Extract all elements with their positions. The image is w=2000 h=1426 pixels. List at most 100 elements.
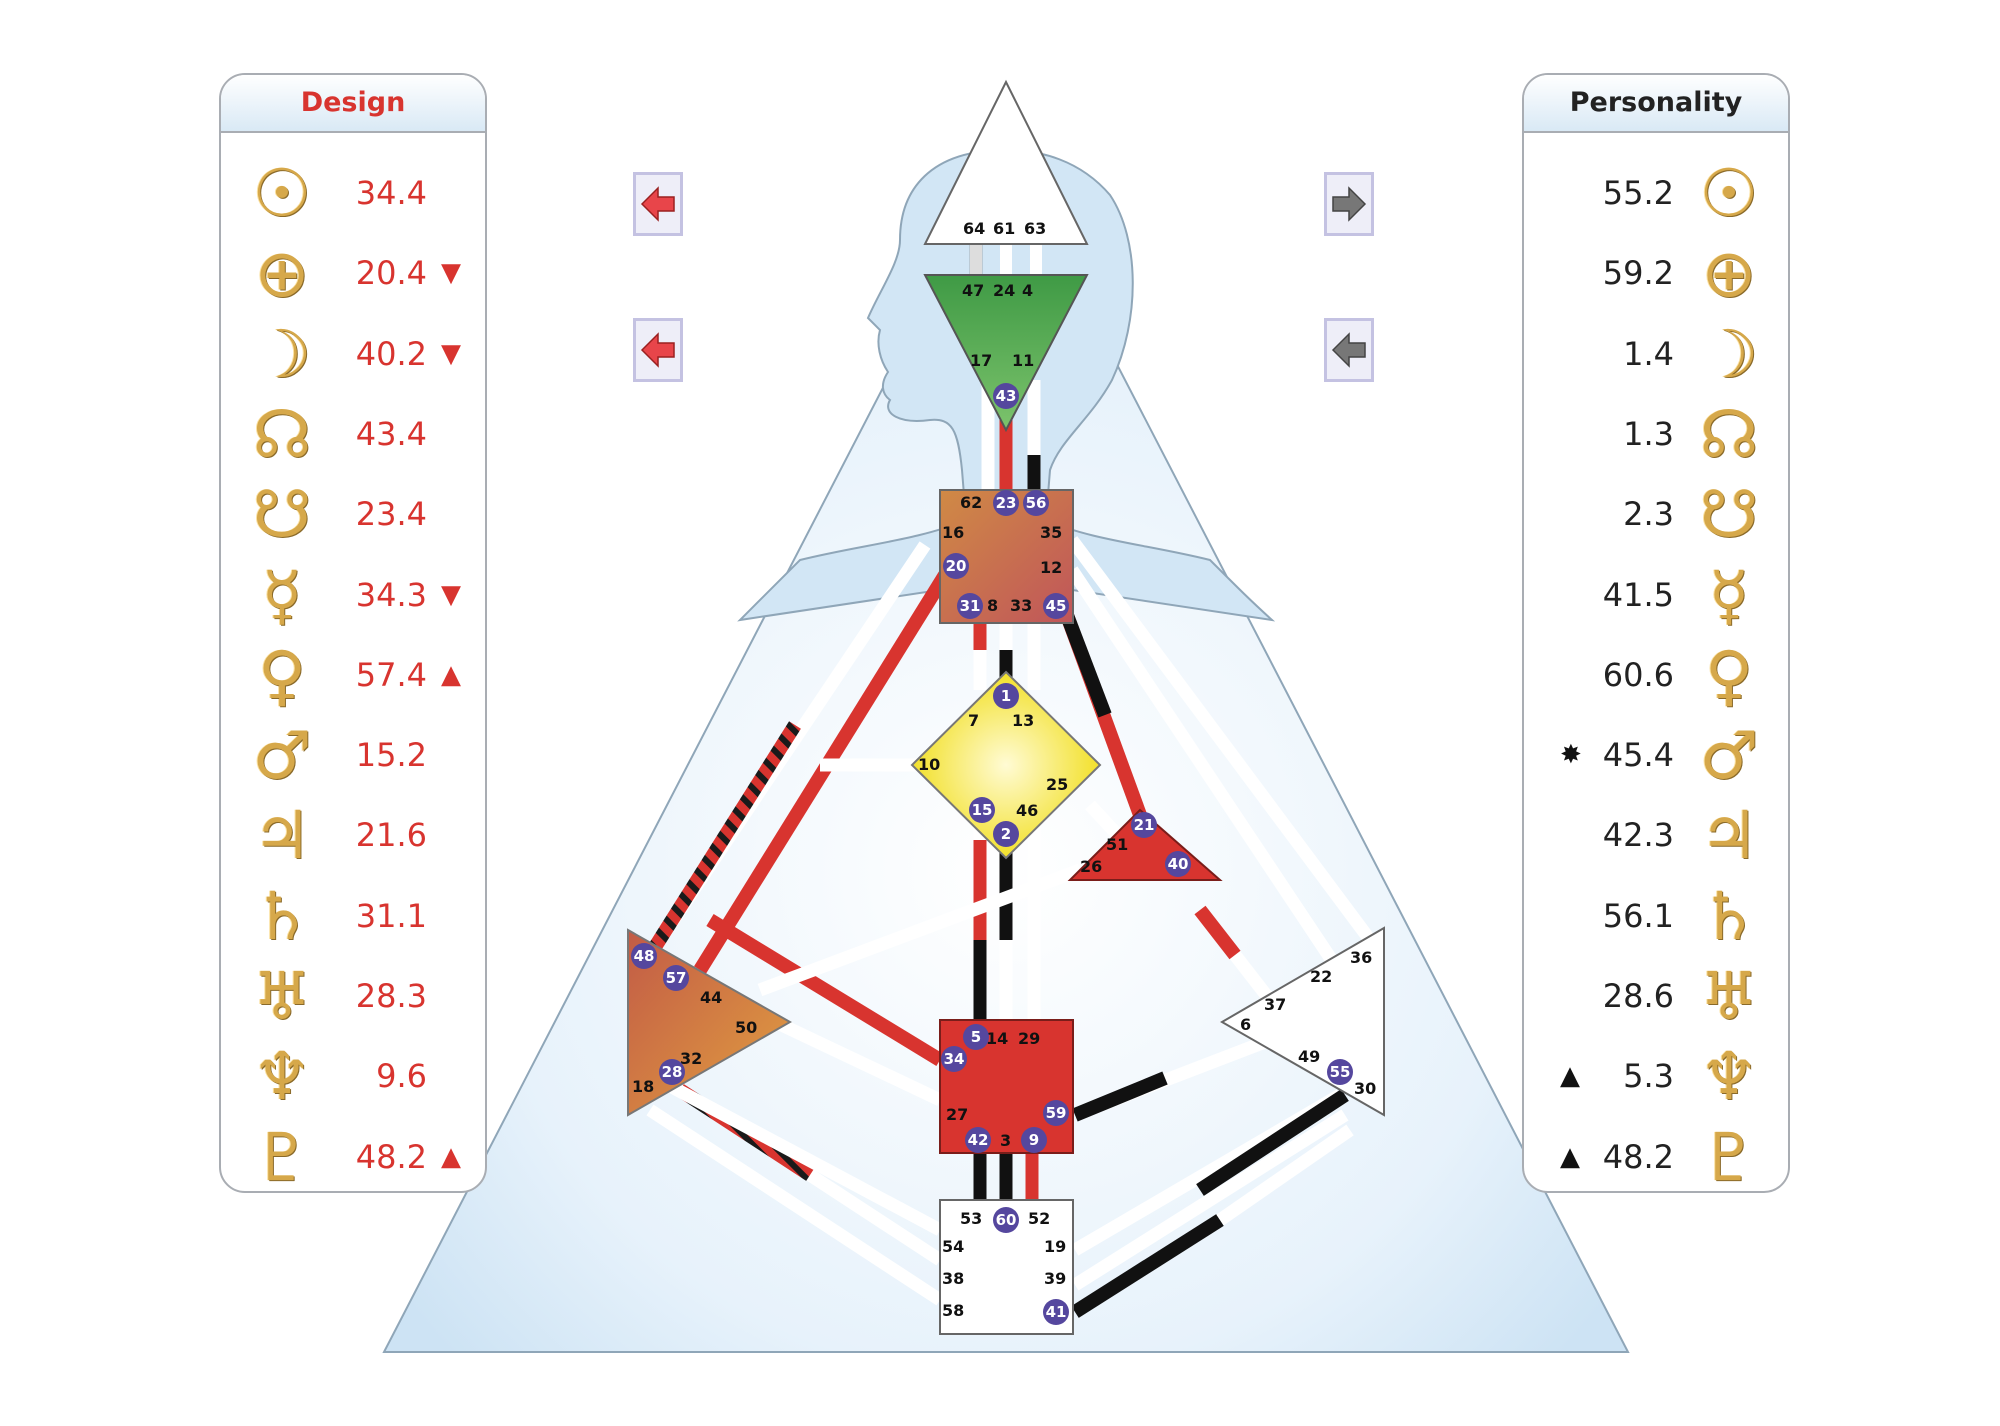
gate-56: 56 — [1023, 490, 1049, 516]
svg-text:53: 53 — [960, 1209, 982, 1228]
svg-text:4: 4 — [1022, 281, 1033, 300]
svg-text:39: 39 — [1044, 1269, 1066, 1288]
personality-gate-line-value: 41.5 — [1602, 575, 1674, 614]
south-node-icon: ☋ — [252, 476, 312, 554]
design-panel: Design ☉34.4⊕20.4▼☽40.2▼☊43.4☋23.4☿34.3▼… — [219, 73, 487, 1193]
gate-45: 45 — [1043, 593, 1069, 619]
gate-42: 42 — [965, 1127, 991, 1153]
svg-text:22: 22 — [1310, 967, 1332, 986]
mars-icon: ♂ — [1699, 717, 1759, 795]
left-arrow-icon — [1331, 332, 1366, 368]
jupiter-icon: ♃ — [252, 797, 312, 875]
moon-icon: ☽ — [252, 315, 312, 393]
personality-row: ♆5.3▲ — [1524, 1038, 1788, 1118]
design-gate-line-value: 34.4 — [355, 174, 427, 212]
personality-gate-line-value: 48.2 — [1602, 1137, 1674, 1176]
design-row: ♂15.2 — [221, 717, 485, 797]
personality-row: ♄56.1 — [1524, 878, 1788, 958]
design-gate-line-value: 9.6 — [376, 1057, 427, 1096]
svg-text:54: 54 — [942, 1237, 964, 1256]
svg-text:45: 45 — [1046, 597, 1067, 615]
design-gate-line-value: 31.1 — [355, 896, 427, 935]
left-arrow-icon — [640, 332, 675, 368]
svg-text:16: 16 — [942, 523, 964, 542]
svg-text:19: 19 — [1044, 1237, 1066, 1256]
svg-text:46: 46 — [1016, 801, 1038, 820]
svg-text:20: 20 — [946, 557, 967, 575]
svg-text:13: 13 — [1012, 711, 1034, 730]
svg-text:15: 15 — [972, 801, 993, 819]
svg-text:6: 6 — [1240, 1015, 1251, 1034]
design-row: ♄31.1 — [221, 878, 485, 958]
design-gate-line-value: 40.2 — [355, 334, 427, 373]
svg-text:42: 42 — [968, 1131, 989, 1149]
design-gate-line-value: 48.2 — [355, 1137, 427, 1176]
gate-60: 60 — [993, 1207, 1019, 1233]
svg-text:50: 50 — [735, 1018, 757, 1037]
fixing-mark-icon: ▲ — [441, 1141, 461, 1172]
gate-41: 41 — [1043, 1299, 1069, 1325]
personality-gate-line-value: 2.3 — [1623, 495, 1674, 534]
personality-row: ♂45.4✸ — [1524, 717, 1788, 797]
design-back-arrow-2[interactable] — [633, 318, 683, 382]
design-gate-line-value: 28.3 — [355, 977, 427, 1015]
svg-text:55: 55 — [1330, 1063, 1351, 1081]
fixing-mark-icon: ▲ — [1560, 1061, 1580, 1092]
ajna-center — [923, 274, 1089, 433]
gate-1: 1 — [993, 683, 1019, 709]
north-node-icon: ☊ — [252, 395, 312, 473]
personality-row: ⊕59.2 — [1524, 235, 1788, 315]
design-title: Design — [221, 75, 485, 133]
design-back-arrow-1[interactable] — [633, 172, 683, 236]
design-row: ⊕ 20.4 ▼ — [221, 235, 485, 315]
jupiter-icon: ♃ — [1699, 797, 1759, 875]
design-gate-line-value: 43.4 — [355, 414, 427, 453]
venus-icon: ♀ — [1704, 636, 1754, 714]
svg-text:58: 58 — [942, 1301, 964, 1320]
design-gate-line-value: 57.4 — [355, 655, 427, 694]
activated-gates: 43 23 56 20 31 45 1 15 2 21 40 48 57 28 … — [631, 383, 1353, 1325]
personality-gate-line-value: 42.3 — [1602, 816, 1674, 855]
gate-2: 2 — [993, 821, 1019, 847]
svg-text:57: 57 — [666, 969, 687, 987]
svg-text:37: 37 — [1264, 995, 1286, 1014]
design-gate-line-value: 20.4 — [355, 254, 427, 293]
svg-text:43: 43 — [996, 387, 1017, 405]
design-row: ♀57.4▲ — [221, 637, 485, 717]
svg-text:36: 36 — [1350, 948, 1372, 967]
personality-row: ☋2.3 — [1524, 476, 1788, 556]
personality-title: Personality — [1524, 75, 1788, 133]
earth-icon: ⊕ — [1701, 235, 1757, 313]
sacral-center — [939, 1019, 1074, 1154]
svg-text:33: 33 — [1010, 596, 1032, 615]
svg-text:49: 49 — [1298, 1047, 1320, 1066]
gate-57: 57 — [663, 965, 689, 991]
svg-text:14: 14 — [986, 1029, 1008, 1048]
earth-icon: ⊕ — [254, 235, 310, 313]
personality-gate-line-value: 45.4 — [1602, 736, 1674, 775]
design-gate-line-value: 21.6 — [355, 816, 427, 855]
personality-forward-arrow[interactable] — [1324, 172, 1374, 236]
svg-text:63: 63 — [1024, 219, 1046, 238]
fixing-mark-icon: ▼ — [441, 258, 461, 289]
svg-text:18: 18 — [632, 1077, 654, 1096]
personality-back-arrow[interactable] — [1324, 318, 1374, 382]
svg-text:21: 21 — [1134, 816, 1155, 834]
gate-55: 55 — [1327, 1059, 1353, 1085]
gate-23: 23 — [993, 490, 1019, 516]
gate-48: 48 — [631, 943, 657, 969]
sun-icon: ☉ — [1699, 155, 1759, 232]
svg-text:30: 30 — [1354, 1079, 1376, 1098]
svg-text:9: 9 — [1029, 1131, 1039, 1149]
gate-34: 34 — [941, 1046, 967, 1072]
design-row: ♆9.6 — [221, 1038, 485, 1118]
fixing-mark-icon: ▲ — [441, 659, 461, 690]
personality-row: ☊1.3 — [1524, 396, 1788, 476]
personality-row: ♅28.6 — [1524, 958, 1788, 1038]
gate-28: 28 — [659, 1059, 685, 1085]
left-arrow-icon — [640, 186, 675, 222]
gate-5: 5 — [963, 1024, 989, 1050]
svg-text:12: 12 — [1040, 558, 1062, 577]
personality-gate-line-value: 5.3 — [1623, 1057, 1674, 1096]
right-arrow-icon — [1332, 186, 1367, 222]
